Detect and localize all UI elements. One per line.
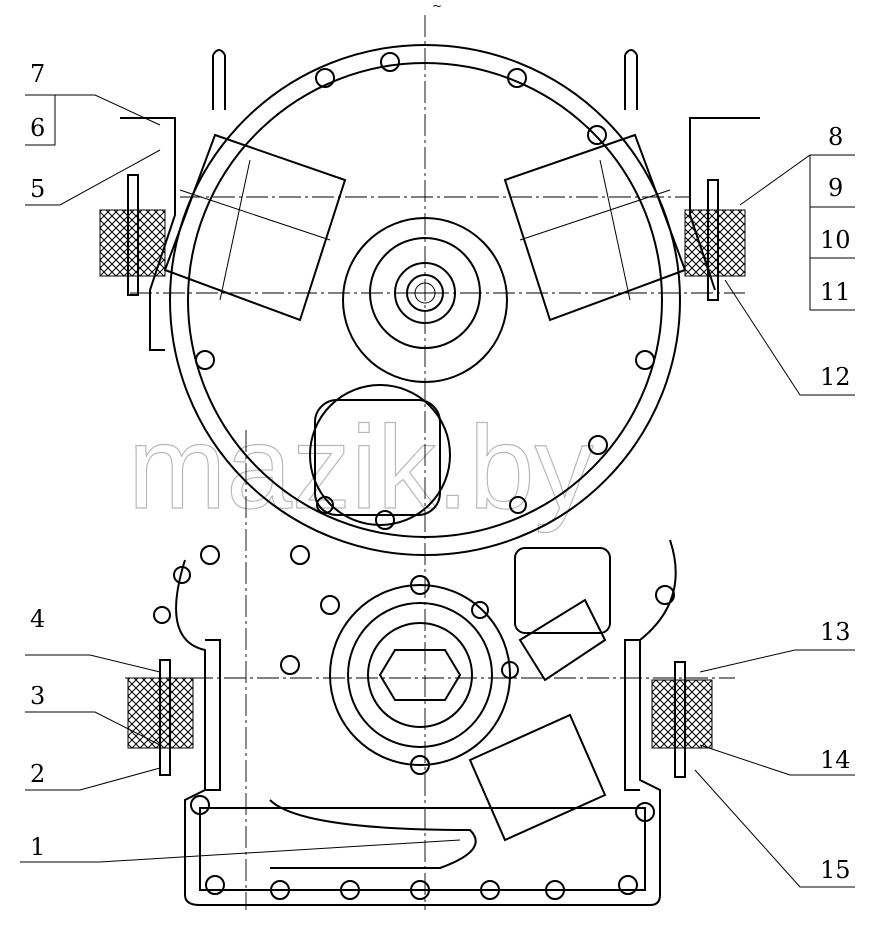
callout-12: 12 [820,363,851,391]
bolt-circles [153,52,675,900]
callout-4: 4 [30,605,45,633]
callout-1: 1 [30,833,45,861]
callout-7: 7 [30,60,45,88]
callout-5: 5 [30,175,45,203]
callout-15: 15 [820,856,851,884]
callout-13: 13 [820,618,851,646]
callout-14: 14 [820,746,851,774]
callout-9: 9 [828,174,843,202]
leader-lines [20,94,855,888]
callout-labels: 7 6 5 4 3 2 1 8 9 10 11 12 13 14 15 [30,60,851,884]
center-lines [125,15,745,910]
upper-brackets [99,117,760,351]
lifting-eyes [212,49,638,110]
callout-11: 11 [820,278,851,306]
callout-8: 8 [828,123,843,151]
callout-10: 10 [820,226,851,254]
header-mark: ~ [432,0,442,13]
callout-2: 2 [30,760,45,788]
lower-pads [127,639,713,791]
upper-pads [163,133,687,322]
callout-6: 6 [30,114,45,142]
lower-housing [175,539,677,906]
callout-3: 3 [30,682,45,710]
watermark-text: mazik.by [128,402,594,534]
